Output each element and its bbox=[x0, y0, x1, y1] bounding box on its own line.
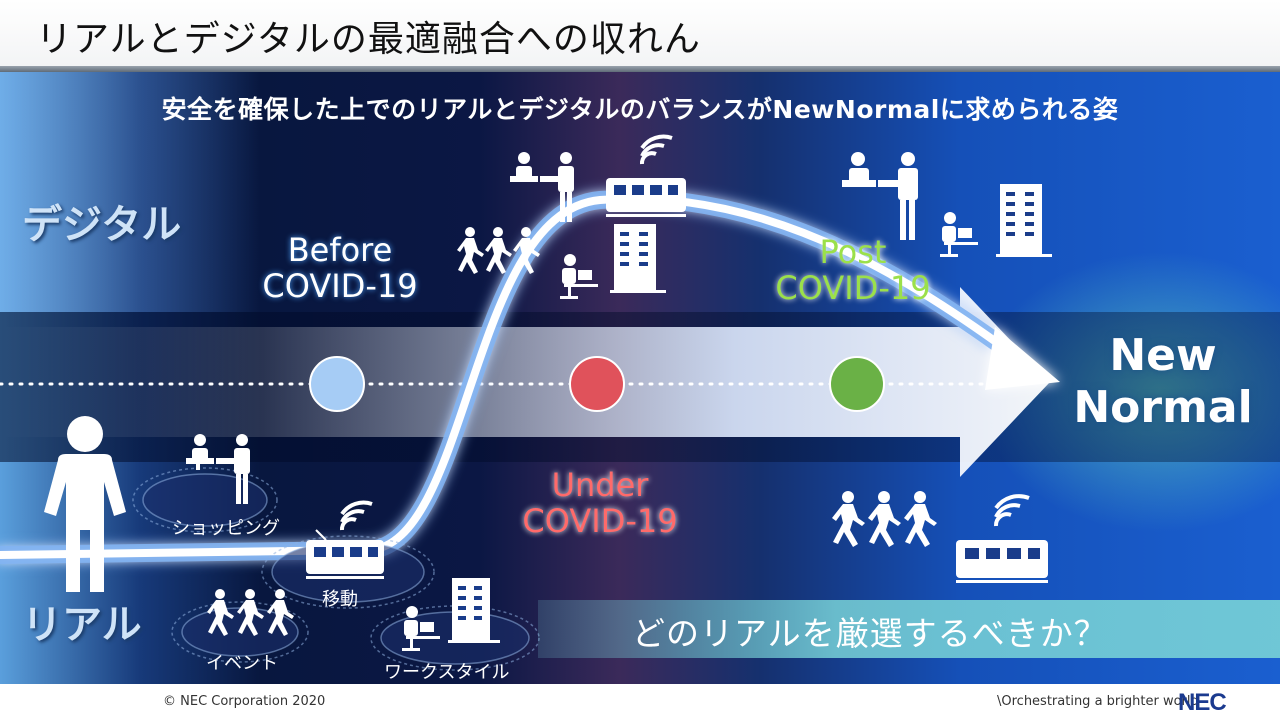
shift-curve-arrow bbox=[0, 189, 1060, 564]
footer: © NEC Corporation 2020 \Orchestrating a … bbox=[0, 684, 1280, 720]
question-banner: どのリアルを厳選するべきか？ bbox=[538, 600, 1280, 658]
under-dot bbox=[569, 356, 625, 412]
building-icon bbox=[610, 224, 666, 293]
shopping-label: ショッピング bbox=[172, 518, 280, 539]
office-worker-icon bbox=[560, 254, 598, 299]
copyright: © NEC Corporation 2020 bbox=[163, 694, 326, 709]
title-bar: リアルとデジタルの最適融合への収れん bbox=[0, 0, 1280, 66]
shopping-icon bbox=[510, 152, 574, 222]
train-icon bbox=[606, 178, 686, 217]
wifi-icon bbox=[640, 134, 673, 165]
wifi-icon bbox=[340, 500, 373, 531]
question-text: どのリアルを厳選するべきか？ bbox=[632, 614, 1108, 653]
slogan: \Orchestrating a brighter world bbox=[997, 694, 1199, 709]
running-people-icon bbox=[832, 491, 937, 547]
building-icon bbox=[448, 578, 500, 643]
workstyle-label: ワークスタイル bbox=[384, 662, 510, 683]
office-worker-icon bbox=[402, 606, 440, 651]
real-label: リアル bbox=[22, 602, 142, 648]
before-dot bbox=[309, 356, 365, 412]
slide-title: リアルとデジタルの最適融合への収れん bbox=[36, 19, 701, 60]
title-rule bbox=[0, 66, 1280, 72]
slide-subtitle: 安全を確保した上でのリアルとデジタルのバランスがNewNormalに求められる姿 bbox=[161, 95, 1119, 124]
slide-canvas: 安全を確保した上でのリアルとデジタルのバランスがNewNormalに求められる姿… bbox=[0, 72, 1280, 684]
train-icon bbox=[306, 529, 384, 579]
digital-label: デジタル bbox=[22, 202, 182, 248]
shopping-icon bbox=[186, 434, 250, 504]
post-covid-label: Post COVID-19 bbox=[775, 233, 931, 307]
person-icon bbox=[44, 416, 126, 592]
building-icon bbox=[996, 184, 1052, 257]
event-label: イベント bbox=[206, 653, 278, 674]
under-covid-label: Under COVID-19 bbox=[522, 466, 678, 540]
running-people-icon bbox=[207, 589, 294, 636]
post-dot bbox=[829, 356, 885, 412]
train-icon bbox=[956, 540, 1048, 583]
running-people-icon bbox=[457, 227, 540, 274]
shopping-icon bbox=[842, 152, 918, 240]
timeline-arrow bbox=[0, 287, 1050, 477]
move-label: 移動 bbox=[322, 589, 358, 610]
new-normal-label: New Normal bbox=[1073, 330, 1253, 433]
diagram-graphics bbox=[0, 134, 1060, 671]
nec-logo: NEC bbox=[1178, 689, 1227, 716]
before-covid-label: Before COVID-19 bbox=[262, 231, 418, 305]
office-worker-icon bbox=[940, 212, 978, 257]
wifi-icon bbox=[994, 494, 1030, 527]
